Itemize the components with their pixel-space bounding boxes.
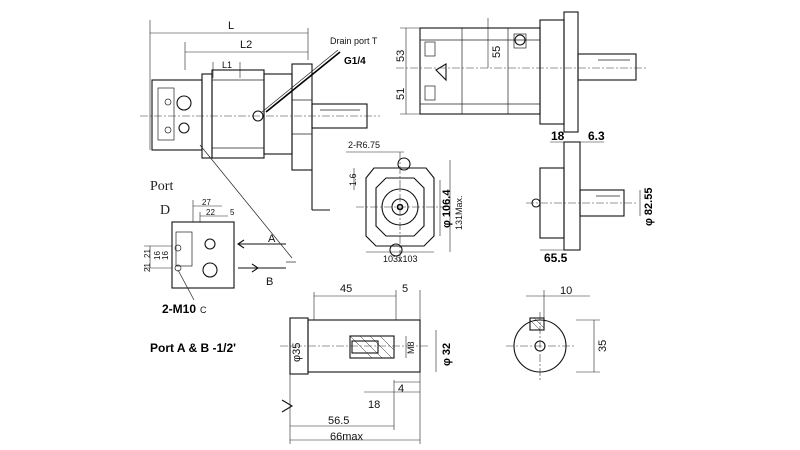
dim-103x103: 103x103 <box>383 254 418 264</box>
port-ab-label: Port A & B -1/2' <box>150 341 236 355</box>
dim-66-max: 66max <box>330 431 364 443</box>
dim-l: L <box>228 20 234 32</box>
dim-r675: 2-R6.75 <box>348 140 380 150</box>
dim-6-3: 6.3 <box>588 129 605 143</box>
dim-4: 4 <box>398 383 404 395</box>
dim-65-5: 65.5 <box>544 251 568 265</box>
m10-label: 2-M10 <box>162 302 196 316</box>
port-b-label: B <box>266 276 273 288</box>
dim-dia-82-55: φ 82.55 <box>643 188 655 226</box>
port-label: Port <box>150 179 173 194</box>
dim-21-a: 21 <box>143 249 152 258</box>
dim-dia-106-4: φ 106.4 <box>441 189 453 228</box>
dim-10: 10 <box>560 285 572 297</box>
shaft-side-view: 18 6.3 φ 82.55 65.5 <box>526 129 655 265</box>
shaft-detail-view: Port A & B -1/2' 45 5 φ35 M8 φ 32 4 18 5… <box>150 283 453 444</box>
port-view-d: Port D 27 22 5 16 21 21 16 A B 2-M10 C <box>143 179 286 316</box>
dim-22: 22 <box>206 208 215 217</box>
dim-21-b: 21 <box>143 263 152 272</box>
dim-56-5: 56.5 <box>328 415 349 427</box>
dim-l1: L1 <box>222 60 232 70</box>
dim-5-shaft: 5 <box>402 283 408 295</box>
dim-16-side: 16 <box>153 251 162 260</box>
port-a-label: A <box>268 233 276 245</box>
dim-53: 53 <box>395 50 407 62</box>
dim-m8: M8 <box>406 341 416 354</box>
dim-51: 51 <box>395 88 407 100</box>
c-label: C <box>200 305 207 315</box>
drain-port-label: Drain port T <box>330 36 378 46</box>
dim-dia-35: φ35 <box>291 343 303 362</box>
dim-55: 55 <box>491 46 503 58</box>
dim-dia-32: φ 32 <box>441 343 453 366</box>
dim-35: 35 <box>597 340 609 352</box>
flange-front-view: 2-R6.75 1.6 φ 106.4 131Max. 103x103 <box>346 140 464 264</box>
drain-thread-label: G1/4 <box>344 56 366 67</box>
dim-1-6: 1.6 <box>348 173 358 186</box>
dim-18-shaft: 18 <box>368 399 380 411</box>
shaft-end-view: 10 35 <box>506 285 609 380</box>
dim-l2: L2 <box>240 39 252 51</box>
dim-5-port: 5 <box>230 208 235 217</box>
motor-top-view: 53 51 55 <box>395 11 646 133</box>
dim-18-top: 18 <box>551 129 565 143</box>
motor-side-view: L L2 L1 Drain port T G1/4 <box>140 20 380 263</box>
dim-131-max: 131Max. <box>454 195 464 230</box>
view-d-label: D <box>160 203 170 218</box>
dim-16-port: 16 <box>161 251 170 260</box>
dim-45: 45 <box>340 283 352 295</box>
dim-27: 27 <box>202 198 211 207</box>
